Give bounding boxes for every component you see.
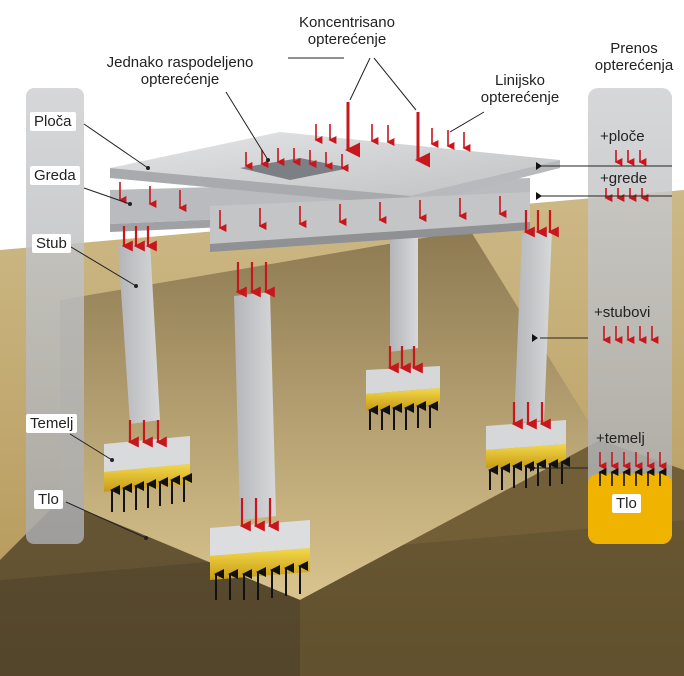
- footing-back-center: [366, 366, 440, 410]
- transfer-columns-label: +stubovi: [594, 304, 651, 321]
- ground: [0, 190, 684, 676]
- column-back-center: [390, 226, 418, 352]
- leader-dots: [110, 158, 270, 540]
- column-front: [234, 292, 276, 520]
- footing-front: [210, 520, 310, 580]
- transfer-beam-label: +grede: [600, 170, 648, 187]
- transfer-title-line2: opterećenja: [594, 57, 674, 74]
- concentrated-load-line1: Koncentrisano: [299, 14, 395, 31]
- soil-label: Tlo: [34, 490, 63, 509]
- footing-front-left: [104, 436, 190, 492]
- transfer-title: Prenos opterećenja: [586, 40, 682, 74]
- transfer-slab-label: +ploče: [600, 128, 645, 145]
- left-label-panel: [26, 88, 84, 544]
- transfer-soil-label: Tlo: [612, 494, 641, 513]
- slab-label: Ploča: [30, 112, 76, 131]
- column-right: [514, 230, 552, 424]
- transfer-panel-bg: [588, 88, 672, 544]
- leader-triangles: [530, 162, 542, 472]
- slab: [110, 132, 560, 206]
- soil-reaction-arrows: [110, 401, 570, 600]
- uniform-load-line1: Jednako raspodeljeno: [106, 54, 254, 71]
- footing-label: Temelj: [26, 414, 78, 433]
- load-arrows: [118, 102, 559, 532]
- transfer-title-line1: Prenos: [610, 40, 658, 57]
- beam-label: Greda: [30, 166, 80, 185]
- excavation-pit: [60, 230, 600, 600]
- column-left: [118, 242, 160, 424]
- footing-back-right: [486, 420, 566, 468]
- concentrated-load-label: Koncentrisano opterećenje: [284, 14, 410, 48]
- transfer-panel-reactions: [598, 468, 667, 486]
- transfer-footing-label: +temelj: [596, 430, 645, 447]
- beam-front: [210, 192, 530, 244]
- concentrated-load-line2: opterećenje: [307, 31, 387, 48]
- linear-load-line1: Linijsko: [494, 72, 546, 89]
- beam-front-shadow: [210, 222, 530, 252]
- linear-load-label: Linijsko opterećenje: [466, 72, 574, 106]
- column-label: Stub: [32, 234, 71, 253]
- uniform-load-line2: opterećenje: [140, 71, 220, 88]
- uniform-load-label: Jednako raspodeljeno opterećenje: [96, 54, 264, 88]
- linear-load-line2: opterećenje: [480, 89, 560, 106]
- leader-lines: [65, 57, 672, 539]
- transfer-panel-arrows: [598, 150, 667, 470]
